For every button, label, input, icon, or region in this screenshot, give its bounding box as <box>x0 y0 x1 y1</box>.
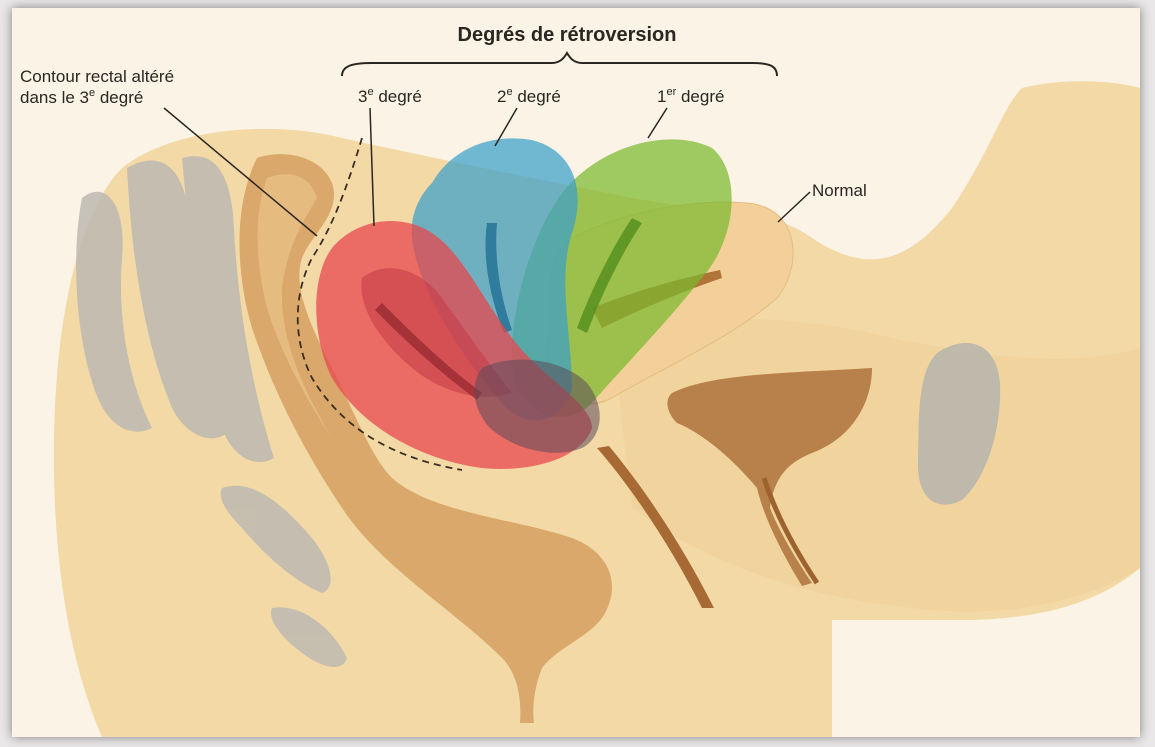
second-degree-leader <box>494 107 518 147</box>
normal-label: Normal <box>812 181 867 200</box>
bladder <box>667 368 872 586</box>
altered-rectal-contour <box>296 137 463 471</box>
vagina <box>597 446 714 608</box>
first-degree-leader <box>647 107 668 139</box>
rectal-contour-leader <box>163 107 318 237</box>
diagram-title: Degrés de rétroversion <box>458 24 677 46</box>
uterus-first-degree-cavity <box>577 218 642 333</box>
diagram-card: Degrés de rétroversion Contour rectal al… <box>12 8 1140 737</box>
third-degree-leader <box>369 107 375 227</box>
sacrum-vertebrae <box>76 156 347 668</box>
normal-leader <box>777 191 811 223</box>
rectum-shadow <box>257 174 332 438</box>
title-bracket <box>341 51 778 77</box>
rectum <box>239 154 612 723</box>
retroversion-diagram: Degrés de rétroversion Contour rectal al… <box>20 24 1140 737</box>
third-degree-label: 3e degré <box>358 86 422 106</box>
uterus-third-degree-inner <box>361 268 512 397</box>
rectal-contour-label-line1: Contour rectal altéré <box>20 67 174 86</box>
first-degree-label: 1er degré <box>657 86 724 106</box>
rectal-contour-label-line2: dans le 3e degré <box>20 87 143 107</box>
cervix-overlap <box>474 359 600 453</box>
uterus-second-degree-cavity <box>485 223 512 333</box>
urethra <box>761 477 820 585</box>
second-degree-label: 2e degré <box>497 86 561 106</box>
pubic-bone <box>917 343 1001 505</box>
uterus-third-degree-cavity <box>375 303 482 400</box>
